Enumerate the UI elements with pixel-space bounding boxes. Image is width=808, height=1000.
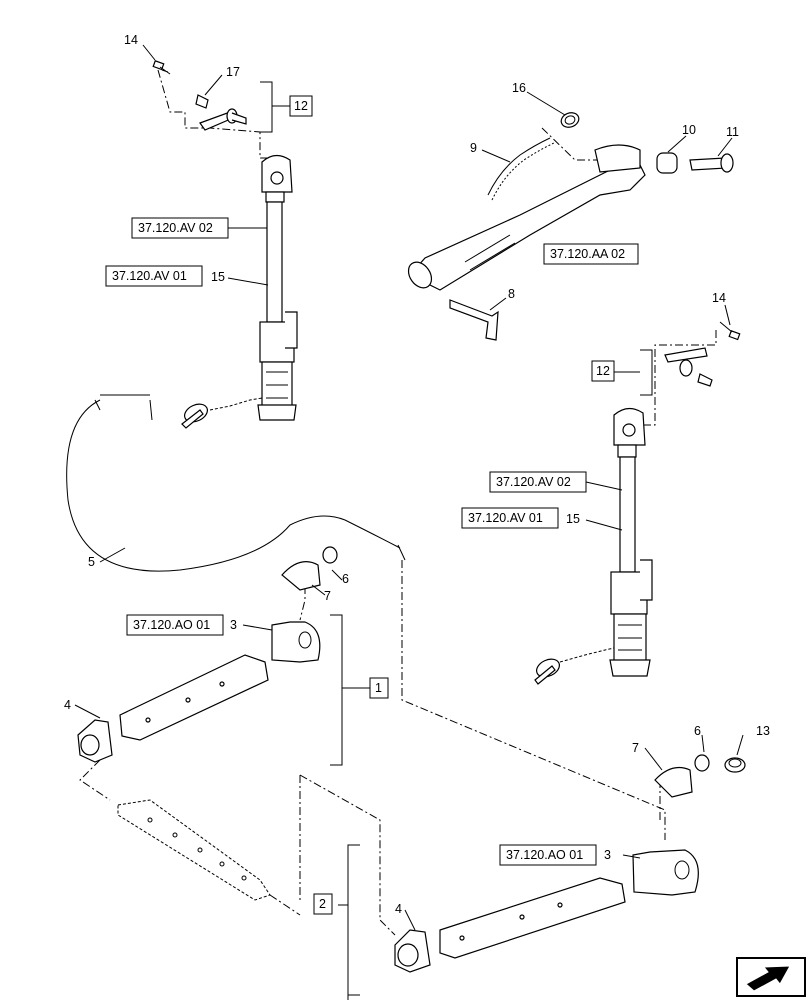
callout-box-12-right: 12 bbox=[591, 360, 615, 382]
svg-text:2: 2 bbox=[319, 897, 326, 911]
ref-ao01-right[interactable]: 37.120.AO 01 bbox=[499, 844, 597, 866]
callout-15-right: 15 bbox=[566, 512, 580, 526]
callout-6-right: 6 bbox=[694, 724, 701, 738]
svg-text:12: 12 bbox=[596, 364, 610, 378]
callout-3-left: 3 bbox=[230, 618, 237, 632]
svg-text:1: 1 bbox=[375, 681, 382, 695]
callout-10: 10 bbox=[682, 123, 696, 137]
callout-8: 8 bbox=[508, 287, 515, 301]
callout-box-2: 2 bbox=[313, 893, 333, 915]
callout-3-right: 3 bbox=[604, 848, 611, 862]
ref-av02-left[interactable]: 37.120.AV 02 bbox=[131, 217, 229, 239]
callout-15-left: 15 bbox=[211, 270, 225, 284]
callout-6-left: 6 bbox=[342, 572, 349, 586]
upper-link-left bbox=[152, 60, 298, 429]
svg-text:37.120.AV 01: 37.120.AV 01 bbox=[468, 511, 543, 525]
callout-14-left: 14 bbox=[124, 33, 138, 47]
callout-9: 9 bbox=[470, 141, 477, 155]
callout-13: 13 bbox=[756, 724, 770, 738]
callout-16: 16 bbox=[512, 81, 526, 95]
svg-text:37.120.AO 01: 37.120.AO 01 bbox=[506, 848, 583, 862]
bolt-14-left bbox=[152, 60, 171, 75]
svg-text:37.120.AV 02: 37.120.AV 02 bbox=[138, 221, 213, 235]
callout-14-right: 14 bbox=[712, 291, 726, 305]
lower-link-right bbox=[338, 754, 746, 1000]
callout-5: 5 bbox=[88, 555, 95, 569]
callout-4-left: 4 bbox=[64, 698, 71, 712]
callout-7-right: 7 bbox=[632, 741, 639, 755]
ref-ao01-left[interactable]: 37.120.AO 01 bbox=[126, 614, 224, 636]
svg-text:37.120.AO 01: 37.120.AO 01 bbox=[133, 618, 210, 632]
next-page-arrow-icon[interactable] bbox=[736, 957, 806, 997]
callout-box-12-left: 12 bbox=[289, 95, 313, 117]
ref-av01-left[interactable]: 37.120.AV 01 bbox=[105, 265, 203, 287]
svg-text:37.120.AV 02: 37.120.AV 02 bbox=[496, 475, 571, 489]
ref-av01-right[interactable]: 37.120.AV 01 bbox=[461, 507, 559, 529]
pin-17-assembly bbox=[195, 94, 247, 131]
callout-4-right: 4 bbox=[395, 902, 402, 916]
lower-link-ghost bbox=[117, 799, 271, 901]
callout-11: 11 bbox=[726, 125, 739, 139]
check-cable-5 bbox=[66, 394, 406, 572]
ref-aa02[interactable]: 37.120.AA 02 bbox=[543, 243, 639, 265]
lift-rod-right-upper bbox=[407, 112, 734, 341]
svg-text:37.120.AV 01: 37.120.AV 01 bbox=[112, 269, 187, 283]
callout-17: 17 bbox=[226, 65, 240, 79]
callout-7-left: 7 bbox=[324, 589, 331, 603]
number-callouts: 14 17 16 10 11 9 8 14 15 15 5 6 7 3 4 6 … bbox=[64, 33, 770, 916]
svg-text:12: 12 bbox=[294, 99, 308, 113]
callout-box-1: 1 bbox=[369, 677, 389, 699]
upper-link-right bbox=[534, 321, 741, 685]
leader-lines bbox=[74, 44, 744, 931]
lower-link-left bbox=[77, 546, 370, 766]
ref-av02-right[interactable]: 37.120.AV 02 bbox=[489, 471, 587, 493]
svg-text:37.120.AA 02: 37.120.AA 02 bbox=[550, 247, 625, 261]
dash-lines bbox=[79, 69, 717, 936]
